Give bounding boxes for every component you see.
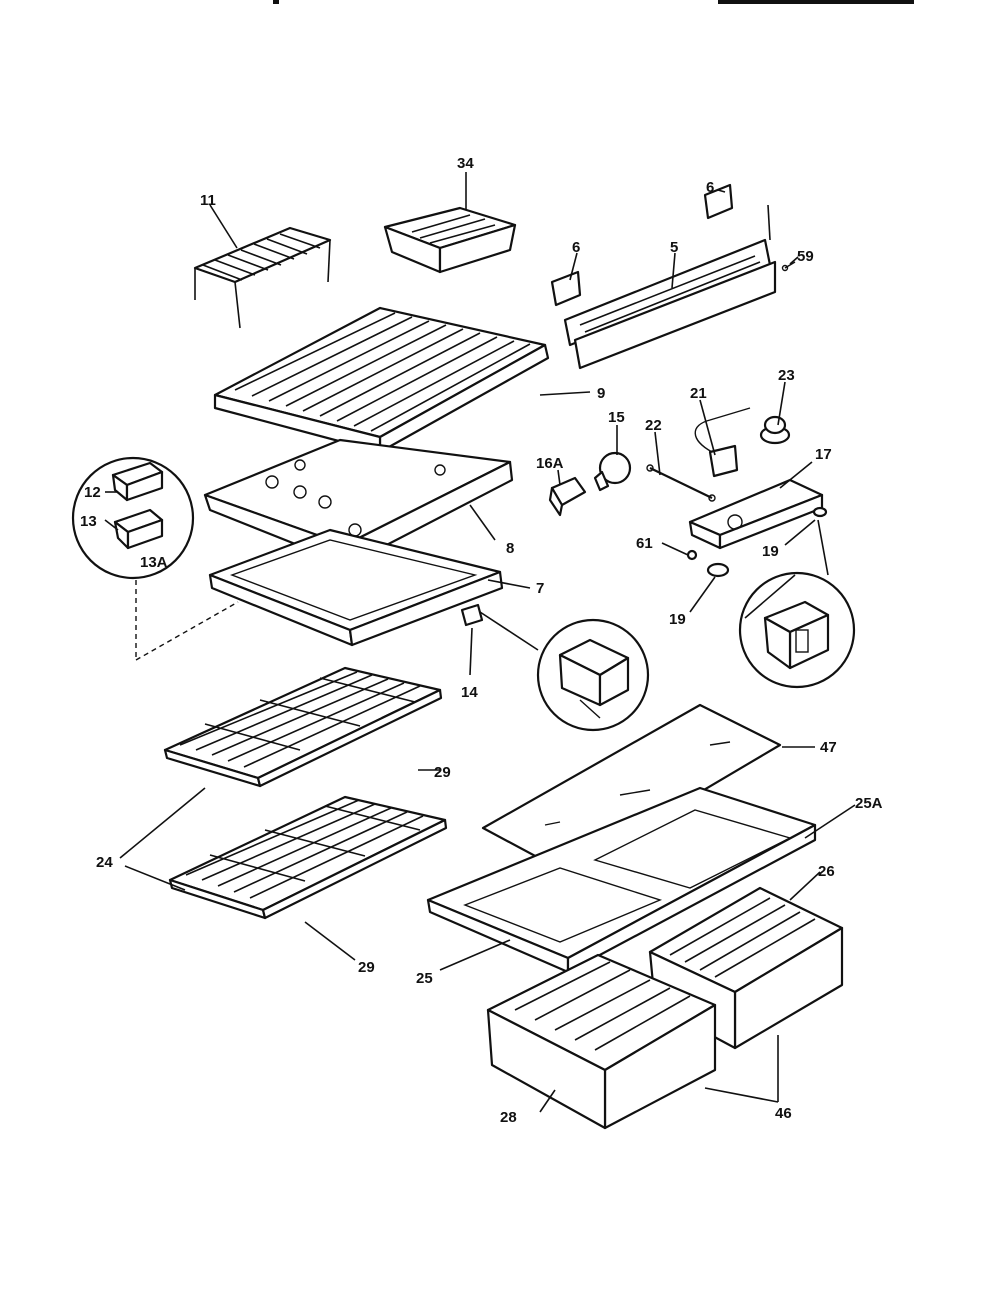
- detail-circle-19: [738, 519, 856, 689]
- switch-21: [694, 407, 751, 478]
- callout-25a: 25A: [855, 795, 883, 812]
- callout-22: 22: [645, 417, 662, 434]
- tray-7: [208, 528, 504, 647]
- callout-13: 13: [80, 513, 97, 530]
- damper-14: [460, 603, 539, 651]
- callout-21: 21: [690, 385, 707, 402]
- socket-16a: [548, 476, 587, 517]
- leader-lines: [104, 172, 856, 1113]
- callout-6: 6: [572, 239, 580, 256]
- callout-61: 61: [636, 535, 653, 552]
- callout-28: 28: [500, 1109, 517, 1126]
- housing-17: [688, 478, 824, 550]
- drawer-28-left: [486, 953, 717, 1130]
- callout-8: 8: [506, 540, 514, 557]
- screw-61: [686, 549, 698, 561]
- callout-23: 23: [778, 367, 795, 384]
- bin-34: [383, 206, 517, 274]
- header-fragment: [718, 0, 914, 4]
- callout-34: 34: [457, 155, 474, 172]
- callout-24: 24: [96, 854, 113, 871]
- callout-14: 14: [461, 684, 478, 701]
- callout-17: 17: [815, 446, 832, 463]
- callout-6-top: 6: [706, 179, 714, 196]
- detail-circle-14: [536, 618, 650, 732]
- callout-29-upper: 29: [434, 764, 451, 781]
- bracket-6-right: [703, 183, 734, 220]
- callout-15: 15: [608, 409, 625, 426]
- callout-29-lower: 29: [358, 959, 375, 976]
- light-bulb-15: [593, 451, 632, 492]
- detail-circle-12-13: [71, 456, 239, 661]
- knob-23: [759, 415, 791, 445]
- callout-25: 25: [416, 970, 433, 987]
- crisper-frame-25a: [426, 786, 817, 974]
- callout-11: 11: [200, 192, 216, 209]
- washer-19: [706, 506, 828, 578]
- callout-46: 46: [775, 1105, 792, 1122]
- callout-16a: 16A: [536, 455, 564, 472]
- callout-47: 47: [820, 739, 837, 756]
- wire-rack-11: [193, 226, 332, 329]
- bracket-6-left: [550, 270, 582, 307]
- callout-59: 59: [797, 248, 814, 265]
- callout-7: 7: [536, 580, 544, 597]
- callouts: 34 11 6 6 5 59 9 21 23 15 16A 22 17 12 1…: [80, 155, 883, 1126]
- callout-9: 9: [597, 385, 605, 402]
- glass-shelf-29-upper: [163, 666, 443, 788]
- shelf-9: [213, 306, 550, 454]
- control-panel-5: [563, 204, 777, 370]
- rod-22: [646, 464, 716, 502]
- header-fragment-left: [273, 0, 279, 4]
- callout-26: 26: [818, 863, 835, 880]
- callout-13a: 13A: [140, 554, 168, 571]
- screw-59: [781, 261, 796, 272]
- callout-19: 19: [669, 611, 686, 628]
- callout-19-top: 19: [762, 543, 779, 560]
- callout-5: 5: [670, 239, 678, 256]
- glass-shelf-29-lower: [168, 795, 448, 920]
- callout-12: 12: [84, 484, 101, 501]
